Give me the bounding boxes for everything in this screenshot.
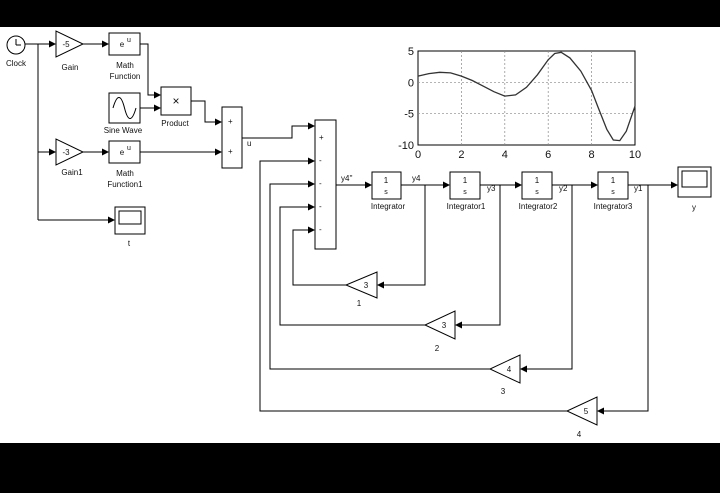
integrator2-block[interactable]	[521, 171, 553, 200]
embedded-plot: 0 2 4 6 8 10 5 0 -5 -10	[398, 46, 641, 161]
plot-y-tick-label: 5	[408, 46, 414, 58]
sine-wave-label: Sine Wave	[104, 126, 143, 135]
gain1-value: -3	[62, 148, 70, 157]
math-function1-exp: u	[127, 145, 131, 152]
plot-x-tick-label: 4	[502, 149, 508, 161]
integrator2-num: 1	[535, 176, 540, 185]
feedback-gain-2-label: 2	[435, 344, 440, 353]
sum2-port4: -	[319, 202, 322, 211]
feedback-gain-3-value: 4	[507, 365, 512, 374]
plot-x-tick-label: 0	[415, 149, 421, 161]
math-function1-symbol: e	[120, 148, 125, 157]
integrator3-output-label: y1	[634, 184, 643, 193]
feedback-gain-4-label: 4	[577, 430, 582, 439]
product-label: Product	[161, 119, 189, 128]
integrator-block[interactable]	[371, 171, 402, 200]
sum1-port2: +	[228, 147, 233, 156]
gain-block[interactable]	[55, 30, 85, 58]
math-function-label2: Function	[110, 72, 141, 81]
feedback-gain-2[interactable]	[423, 310, 456, 340]
integrator2-den: s	[535, 189, 539, 196]
plot-y-tick-label: -10	[398, 140, 414, 152]
integrator1-den: s	[463, 189, 467, 196]
gain-label: Gain	[62, 63, 79, 72]
math-function-block[interactable]	[108, 32, 141, 56]
clock-block[interactable]	[6, 35, 26, 55]
integrator1-block[interactable]	[449, 171, 481, 200]
integrator3-num: 1	[611, 176, 616, 185]
plot-y-ticks: 5 0 -5 -10	[398, 46, 414, 152]
plot-curve	[417, 51, 636, 142]
scope-y-label: y	[692, 203, 696, 212]
plot-y-tick-label: -5	[404, 109, 414, 121]
integrator1-output-label: y3	[487, 184, 496, 193]
plot-x-tick-label: 8	[589, 149, 595, 161]
feedback-gain-1-label: 1	[357, 299, 362, 308]
integrator3-label: Integrator3	[594, 202, 633, 211]
feedback-gain-3-label: 3	[501, 387, 506, 396]
plot-x-tick-label: 10	[629, 149, 641, 161]
plot-grid	[418, 51, 635, 145]
gain1-block[interactable]	[55, 138, 85, 166]
feedback-gain-1[interactable]	[344, 271, 378, 299]
sum2-port1: +	[319, 133, 324, 142]
block-labels: Clock -5 Gain e u Math Function -3 Gain1…	[6, 37, 696, 439]
feedback-gain-4[interactable]	[565, 396, 598, 426]
plot-frame	[417, 50, 636, 146]
math-function-symbol: e	[120, 40, 125, 49]
math-function1-label1: Math	[116, 169, 134, 178]
integrator-num: 1	[384, 176, 389, 185]
sum1-port1: +	[228, 117, 233, 126]
sum2-port5: -	[319, 225, 322, 234]
product-symbol: ×	[172, 94, 179, 108]
feedback-gain-3[interactable]	[488, 354, 521, 384]
gain-value: -5	[62, 40, 70, 49]
product-block[interactable]	[160, 86, 192, 116]
clock-label: Clock	[6, 59, 27, 68]
integrator-output-label: y4	[412, 174, 421, 183]
integrator3-block[interactable]	[597, 171, 629, 200]
sum2-port2: -	[319, 156, 322, 165]
math-function-exp: u	[127, 37, 131, 44]
sum2-output-label: y4''	[341, 174, 353, 183]
feedback-gain-1-value: 3	[364, 281, 369, 290]
feedback-gain-4-value: 5	[584, 407, 589, 416]
gain1-label: Gain1	[61, 168, 83, 177]
plot-x-tick-label: 6	[545, 149, 551, 161]
math-function-label1: Math	[116, 61, 134, 70]
integrator1-num: 1	[463, 176, 468, 185]
plot-y-tick-label: 0	[408, 77, 414, 89]
integrator1-label: Integrator1	[447, 202, 486, 211]
sum1-output-label: u	[247, 139, 251, 148]
math-function1-block[interactable]	[108, 140, 141, 164]
math-function1-label2: Function1	[107, 180, 143, 189]
integrator2-label: Integrator2	[519, 202, 558, 211]
scope-t-label: t	[128, 239, 131, 248]
integrator-label: Integrator	[371, 202, 406, 211]
feedback-gain-2-value: 3	[442, 321, 447, 330]
plot-x-tick-label: 2	[458, 149, 464, 161]
plot-x-ticks: 0 2 4 6 8 10	[415, 149, 641, 161]
integrator-den: s	[384, 189, 388, 196]
sum2-port3: -	[319, 179, 322, 188]
integrator2-output-label: y2	[559, 184, 568, 193]
integrator3-den: s	[611, 189, 615, 196]
